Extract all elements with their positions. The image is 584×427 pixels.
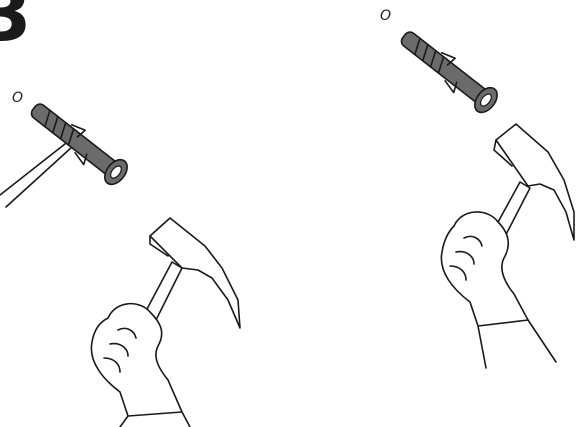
right-panel	[395, 25, 574, 368]
hand-icon	[91, 304, 190, 427]
wall-anchor-icon	[395, 25, 501, 117]
hand-icon	[441, 212, 556, 368]
guide-lines-icon	[0, 140, 72, 207]
left-panel	[0, 97, 240, 427]
